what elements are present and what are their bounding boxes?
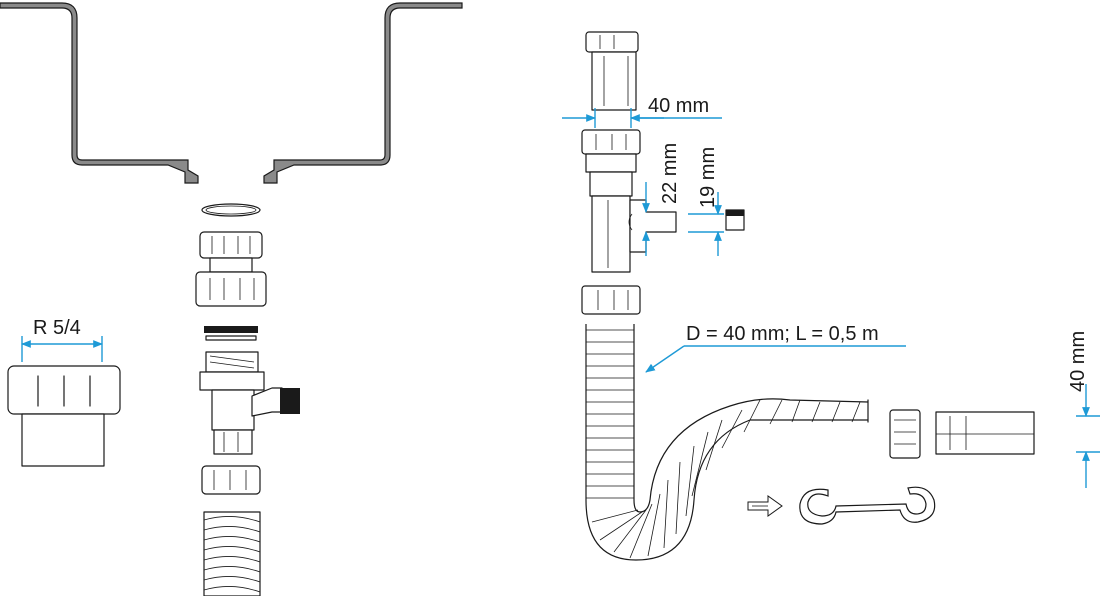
flexible-hose [585, 324, 869, 561]
top-connector [585, 31, 639, 111]
hose-clip [799, 486, 936, 525]
lower-nut [581, 285, 641, 315]
tee-body [581, 129, 677, 273]
hose-end-nut [889, 409, 921, 459]
gasket-ring [204, 326, 258, 341]
drain-body [195, 257, 267, 307]
pipe-diameter-dimension [562, 108, 722, 128]
corrugated-hose-section [203, 511, 261, 596]
union-nut [201, 465, 261, 495]
branch-inner-dimension [688, 192, 724, 256]
end-adapter [935, 411, 1035, 455]
tee-connector [199, 351, 300, 455]
direction-arrow-icon [747, 495, 783, 517]
branch-cap [725, 209, 745, 231]
o-ring-seal [201, 203, 261, 217]
hose-spec-label: D = 40 mm; L = 0,5 m [686, 323, 879, 345]
pipe-diameter-label: 40 mm [648, 95, 709, 117]
thread-dimension [21, 336, 103, 362]
branch-outer-label: 22 mm [659, 143, 681, 204]
end-diameter-dimension [1076, 384, 1100, 488]
drain-grate-nut [199, 231, 263, 259]
thread-adapter [7, 365, 121, 467]
branch-inner-label: 19 mm [697, 147, 719, 208]
end-diameter-label: 40 mm [1067, 331, 1089, 392]
hose-spec-leader [645, 345, 906, 373]
sink-bowl [0, 2, 463, 184]
thread-label: R 5/4 [33, 317, 81, 339]
